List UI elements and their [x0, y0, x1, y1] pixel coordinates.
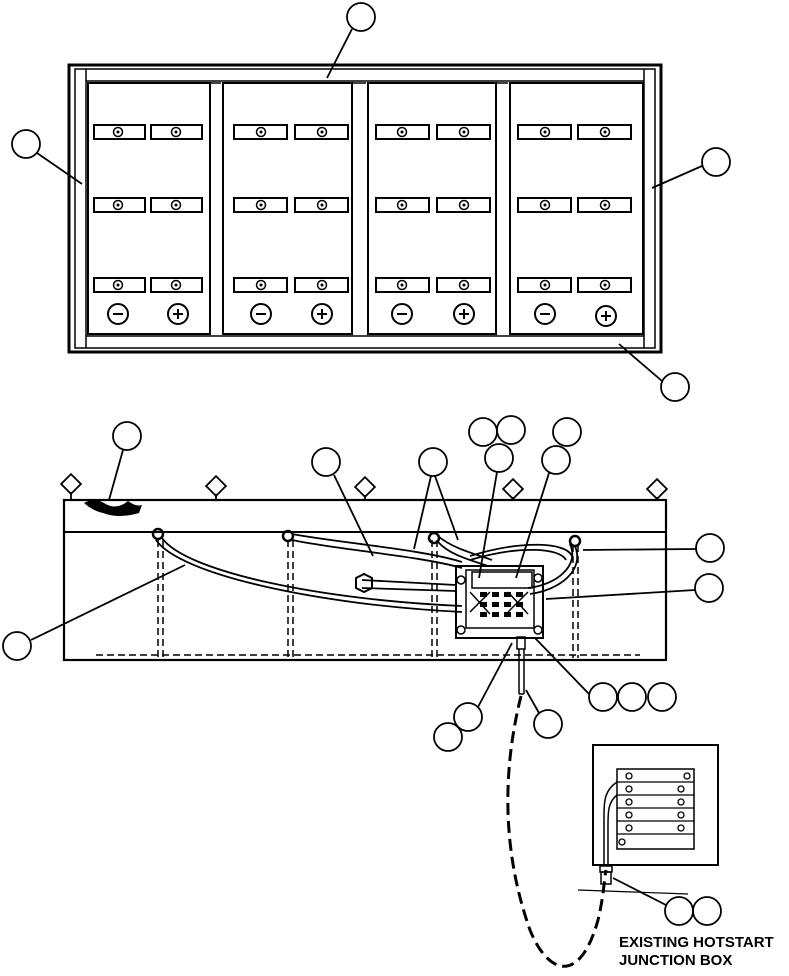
callouts-bottom: [612, 877, 722, 926]
callout-balloon: [2, 631, 32, 661]
heater-cables: [155, 533, 578, 613]
negative-terminal-icon: [534, 303, 556, 325]
latch: [59, 472, 83, 496]
callout-balloon: [346, 2, 376, 32]
battery-2: [222, 82, 366, 335]
callout-balloon: [311, 447, 341, 477]
latch: [353, 475, 377, 499]
callout-balloon: [552, 417, 582, 447]
latch: [204, 474, 228, 498]
callout-balloon: [695, 533, 725, 563]
battery-tray-top-view: [67, 63, 663, 354]
latch: [645, 477, 669, 501]
callout-balloon: [418, 447, 448, 477]
callout-balloon: [692, 896, 722, 926]
caption-line-1: EXISTING HOTSTART: [619, 934, 774, 951]
callout-balloon: [496, 415, 526, 445]
dashed-lead-wire: [506, 695, 608, 968]
terminal-junction-box: [455, 565, 544, 650]
positive-terminal-icon: [453, 303, 475, 325]
callout-balloon: [588, 682, 618, 712]
battery-box-side-view: [59, 472, 669, 968]
callout-balloon: [433, 722, 463, 752]
callout-balloon: [484, 443, 514, 473]
battery-3: [367, 82, 508, 335]
callout-balloon: [533, 709, 563, 739]
positive-terminal-icon: [595, 305, 617, 327]
battery-1: [87, 82, 221, 335]
callout-balloon: [11, 129, 41, 159]
callout-balloon: [112, 421, 142, 451]
cable-connector-nut: [355, 572, 373, 594]
caption-line-2: JUNCTION BOX: [619, 952, 732, 969]
callout-balloon: [660, 372, 690, 402]
callout-balloon: [664, 896, 694, 926]
callouts-top: [11, 2, 731, 402]
callout-balloon: [617, 682, 647, 712]
positive-terminal-icon: [311, 303, 333, 325]
negative-terminal-icon: [107, 303, 129, 325]
latch: [501, 477, 525, 501]
callout-balloon: [468, 417, 498, 447]
callout-balloon: [453, 702, 483, 732]
hotstart-junction-box: [577, 744, 719, 895]
negative-terminal-icon: [250, 303, 272, 325]
callout-balloon: [701, 147, 731, 177]
callouts-side: [2, 415, 725, 752]
callout-balloon: [647, 682, 677, 712]
battery-4: [509, 82, 644, 335]
negative-terminal-icon: [391, 303, 413, 325]
callout-balloon: [541, 445, 571, 475]
corrosion-patch: [84, 500, 142, 516]
callout-balloon: [694, 573, 724, 603]
positive-terminal-icon: [167, 303, 189, 325]
